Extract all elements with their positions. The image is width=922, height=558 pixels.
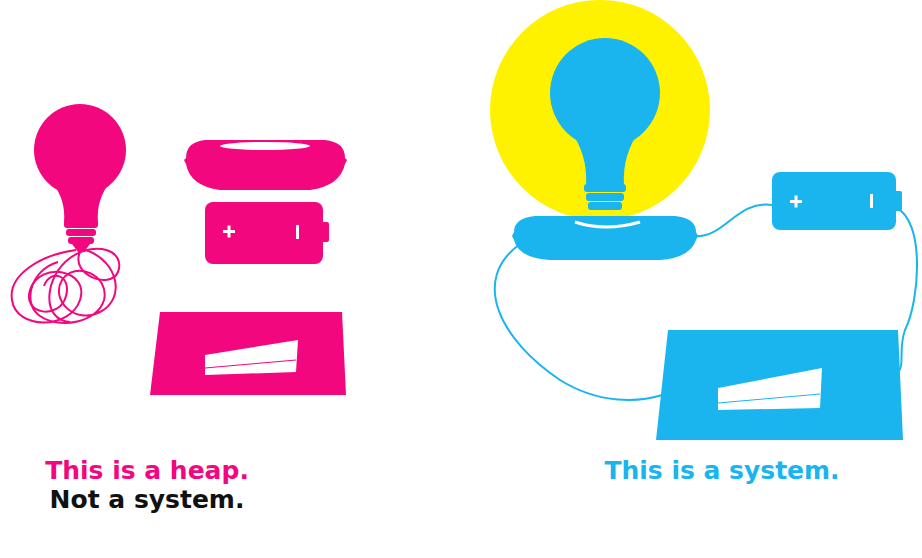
system-parts: [512, 38, 903, 440]
caption-text: This is a heap.: [45, 456, 249, 486]
caption-text: Not a system.: [50, 485, 245, 515]
heap-parts: [34, 104, 347, 395]
caption-text: This is a system.: [604, 456, 839, 486]
light-halo: [490, 0, 710, 220]
tangled-wire: [12, 249, 120, 323]
